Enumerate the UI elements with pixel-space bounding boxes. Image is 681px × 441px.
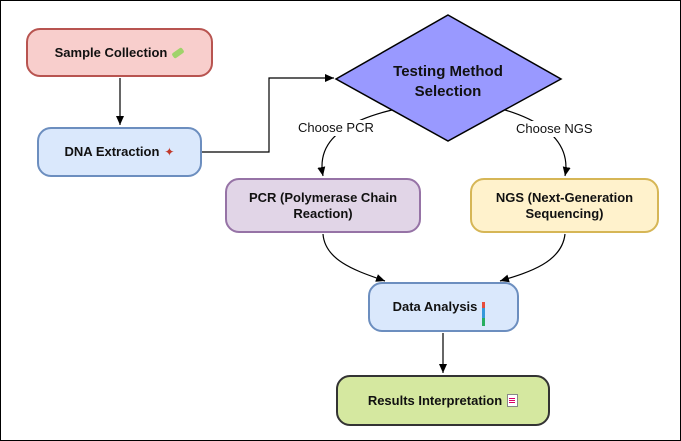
testing-method-label: Testing Method Selection xyxy=(393,63,503,100)
choose-pcr-label: Choose PCR xyxy=(296,120,376,136)
data-analysis-label: Data Analysis xyxy=(392,299,478,314)
dna-icon: ✦ xyxy=(164,145,175,159)
data-analysis-node: Data Analysis xyxy=(368,282,519,332)
ngs-label: NGS (Next-Generation Sequencing) xyxy=(495,189,634,221)
test-tube-icon xyxy=(171,46,185,59)
dna-extraction-node: DNA Extraction ✦ xyxy=(37,127,202,177)
results-interpretation-label: Results Interpretation xyxy=(367,392,503,408)
pcr-label: PCR (Polymerase Chain Reaction) xyxy=(248,189,398,221)
edge-dna-to-decision xyxy=(202,74,334,153)
sample-collection-label: Sample Collection xyxy=(54,44,168,60)
bar-chart-icon xyxy=(482,301,494,326)
edge-pcr-to-data xyxy=(322,233,386,282)
edge-decision-to-pcr xyxy=(317,109,393,177)
edge-ngs-to-data xyxy=(499,233,566,283)
decision-diamond xyxy=(334,14,563,142)
choose-ngs-label: Choose NGS xyxy=(514,121,595,137)
pcr-node: PCR (Polymerase Chain Reaction) xyxy=(225,178,421,233)
results-interpretation-node: Results Interpretation xyxy=(336,375,550,426)
ngs-node: NGS (Next-Generation Sequencing) xyxy=(470,178,659,233)
sample-collection-node: Sample Collection xyxy=(26,28,213,77)
edge-decision-to-ngs xyxy=(504,109,571,177)
document-icon xyxy=(507,394,519,407)
dna-extraction-label: DNA Extraction xyxy=(64,144,160,159)
